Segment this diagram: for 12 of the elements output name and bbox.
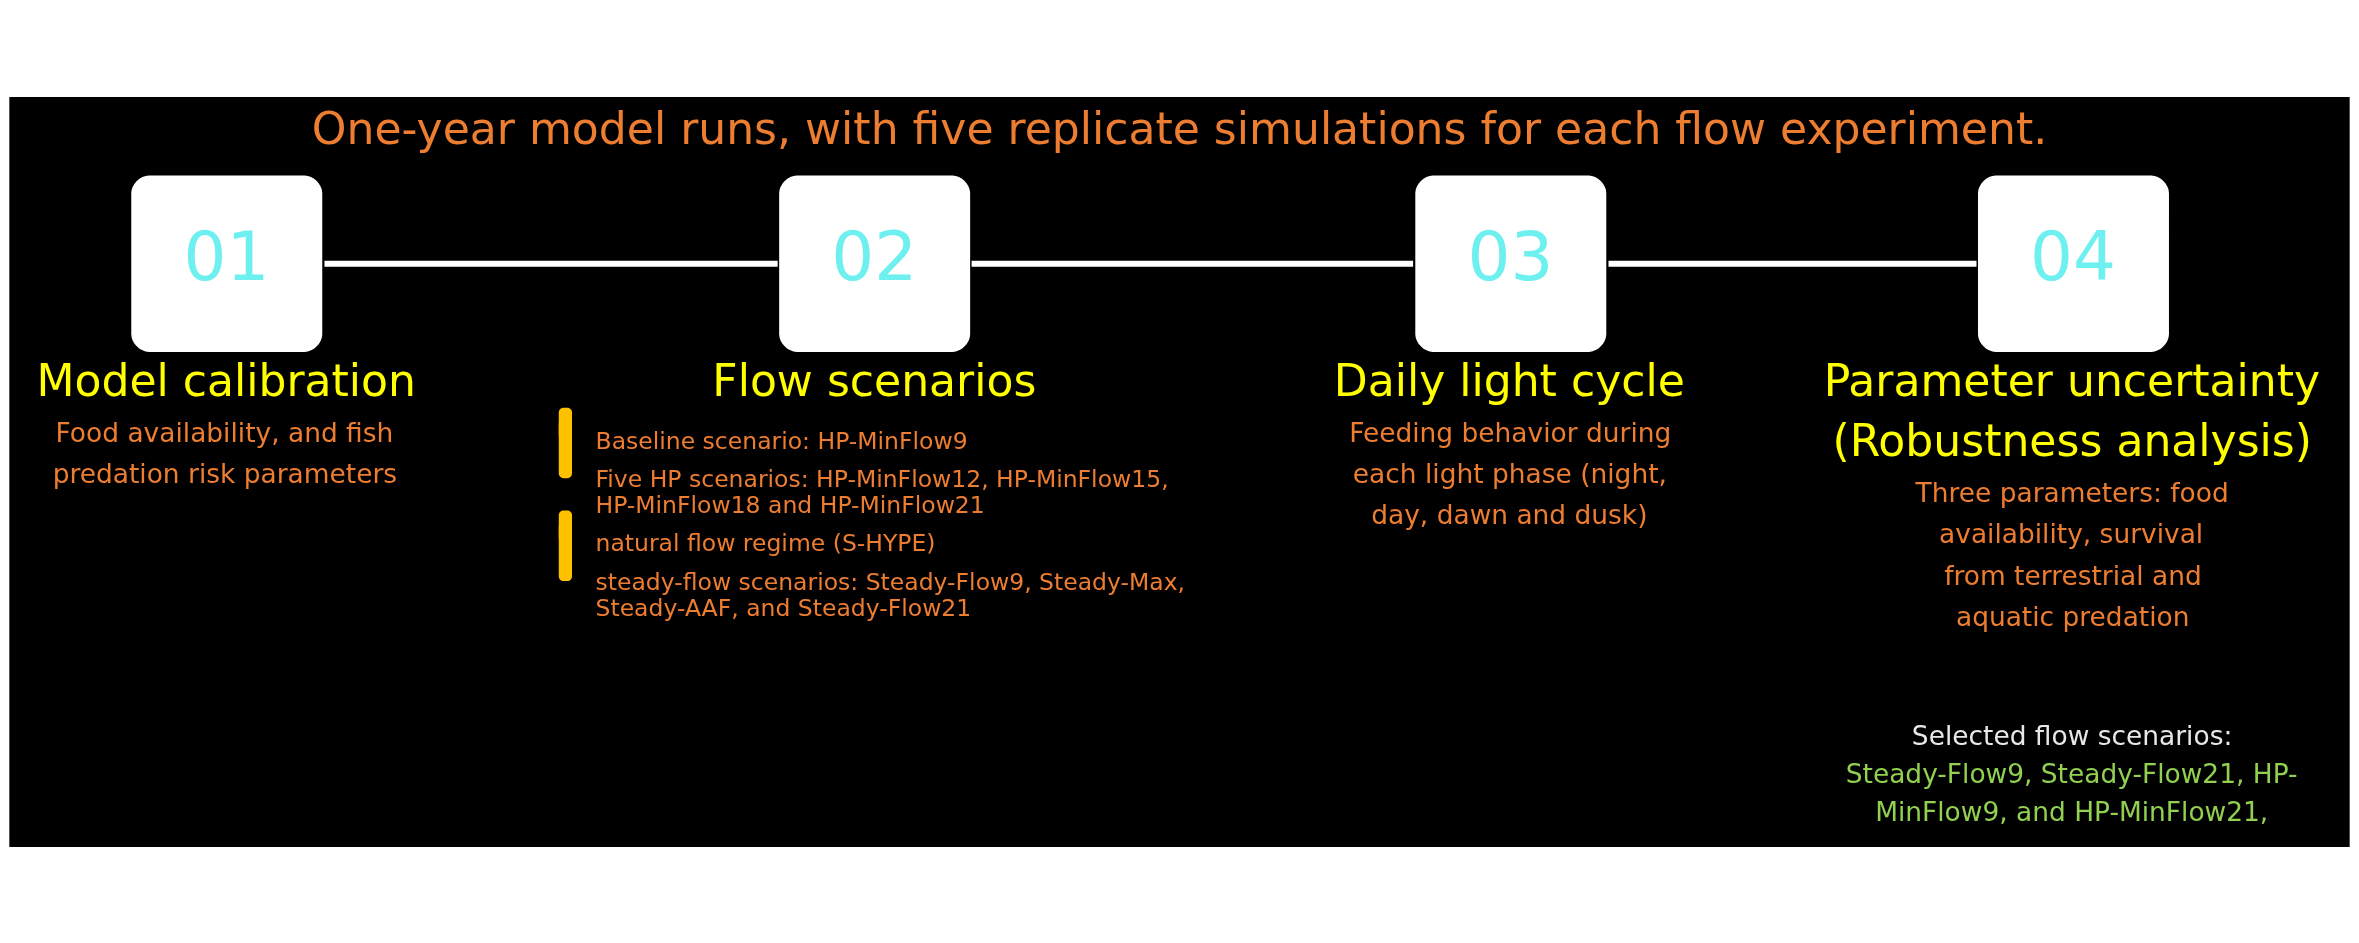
label: Steady-Flow9, Steady-Flow21, HP-MinFlow9, and HP-MinFlow21,: [1845, 757, 2298, 827]
node-label: Food availability, and fish predation risk parameters: [52, 416, 398, 489]
node-label: Model calibration: [36, 354, 417, 406]
node-label: Parameter uncertainty (Robustness analysis): [1823, 354, 2321, 466]
node-label: Daily light cycle: [1333, 354, 1685, 406]
node-label: Five HP scenarios: HP-MinFlow12, HP-MinFlow15,: [595, 464, 1169, 493]
node-label: Feeding behavior during each light phase (night, day, dawn and dusk): [1349, 416, 1672, 530]
node-label: steady-flow scenarios: Steady-Flow9, Steady-Max, Steady-AAF, and Steady-Flow21: [595, 567, 1186, 622]
node-label: Three parameters: food availability, survival from terrestrial and aquatic predation: [1915, 476, 2229, 632]
label: Selected flow scenarios:: [1911, 719, 2233, 751]
node-label: Flow scenarios: [712, 354, 1037, 406]
diagram-title: One-year model runs, with five replicate simulations for each flow experiment.: [311, 102, 2048, 154]
